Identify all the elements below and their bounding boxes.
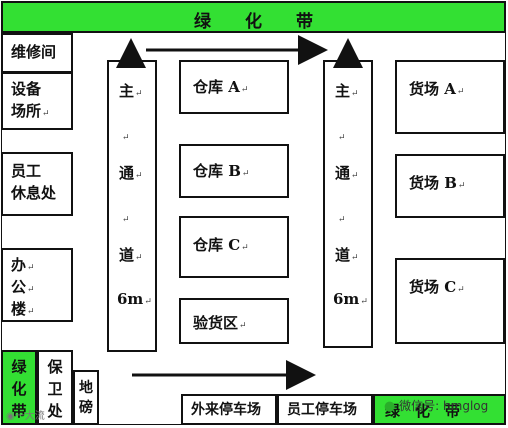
green-belt-top-label: 绿 化 带 bbox=[194, 12, 313, 32]
watermark-right: ● 微信号: hmglog bbox=[384, 399, 489, 414]
yard-b-label: 货场 B bbox=[409, 174, 457, 192]
guard-2: 卫 bbox=[47, 380, 63, 398]
staff-rest-label-2: 休息处 bbox=[11, 184, 57, 202]
staff-rest-area: 员工 休息处 bbox=[1, 152, 73, 216]
staff-rest-label-1: 员工 bbox=[11, 162, 42, 180]
visitor-parking: 外来停车场 bbox=[181, 394, 277, 425]
yard-a-label: 货场 A bbox=[409, 80, 456, 98]
road-right-4: 6m bbox=[333, 290, 360, 308]
road-left-3: 道 bbox=[119, 246, 135, 264]
warehouse-c: 仓库 C↵ bbox=[179, 216, 289, 278]
weighbridge: 地 磅 bbox=[73, 370, 99, 425]
yard-b: 货场 B↵ bbox=[395, 154, 505, 218]
visitor-parking-label: 外来停车场 bbox=[191, 402, 261, 418]
road-right-2: 通 bbox=[335, 164, 351, 182]
green-small-1: 绿 bbox=[11, 358, 27, 376]
staff-parking: 员工停车场 bbox=[277, 394, 373, 425]
main-road-right: 主↵ ↵ 通↵ ↵ 道↵ 6m↵ bbox=[323, 60, 373, 348]
green-belt-bottom-label: 绿 化 带 bbox=[385, 402, 461, 420]
office-label-3: 楼 bbox=[11, 300, 27, 318]
office-building: 办↵ 公↵ 楼↵ bbox=[1, 248, 73, 322]
road-right-3: 道 bbox=[335, 246, 351, 264]
green-small-2: 化 bbox=[11, 380, 27, 398]
office-label-1: 办 bbox=[11, 256, 27, 274]
main-road-left: 主↵ ↵ 通↵ ↵ 道↵ 6m↵ bbox=[107, 60, 157, 352]
green-belt-small: 绿 化 带 bbox=[1, 350, 37, 425]
staff-parking-label: 员工停车场 bbox=[287, 402, 357, 418]
green-belt-top: 绿 化 带 bbox=[1, 1, 506, 33]
inspection-area: 验货区↵ bbox=[179, 298, 289, 344]
warehouse-c-label: 仓库 C bbox=[193, 236, 241, 254]
yard-c: 货场 C↵ bbox=[395, 258, 505, 344]
warehouse-b-label: 仓库 B bbox=[193, 162, 241, 180]
repair-room-label: 维修间 bbox=[11, 43, 57, 61]
scale-1: 地 bbox=[79, 380, 93, 396]
office-label-2: 公 bbox=[11, 278, 27, 296]
green-belt-bottom: 绿 化 带 bbox=[373, 394, 506, 425]
road-left-4: 6m bbox=[117, 290, 144, 308]
guard-3: 处 bbox=[47, 402, 63, 420]
road-left-2: 通 bbox=[119, 164, 135, 182]
road-left-1: 主 bbox=[119, 82, 135, 100]
warehouse-b: 仓库 B↵ bbox=[179, 144, 289, 198]
yard-c-label: 货场 C bbox=[409, 278, 457, 296]
equipment-area: 设备 场所↵ bbox=[1, 72, 73, 130]
repair-room: 维修间 bbox=[1, 33, 73, 73]
warehouse-a-label: 仓库 A bbox=[193, 78, 240, 96]
yard-a: 货场 A↵ bbox=[395, 60, 505, 134]
inspection-label: 验货区 bbox=[193, 314, 239, 332]
guard-office: 保 卫 处 bbox=[37, 350, 73, 425]
green-small-3: 带 bbox=[11, 402, 27, 420]
watermark-left: ◉一大流 bbox=[6, 411, 45, 422]
warehouse-a: 仓库 A↵ bbox=[179, 60, 289, 114]
equipment-label-1: 设备 bbox=[11, 80, 42, 98]
camera-icon: ◉ bbox=[6, 411, 15, 422]
scale-2: 磅 bbox=[79, 400, 93, 416]
equipment-label-2: 场所 bbox=[11, 102, 42, 120]
guard-1: 保 bbox=[47, 358, 63, 376]
wechat-icon: ● bbox=[384, 399, 396, 414]
road-right-1: 主 bbox=[335, 82, 351, 100]
